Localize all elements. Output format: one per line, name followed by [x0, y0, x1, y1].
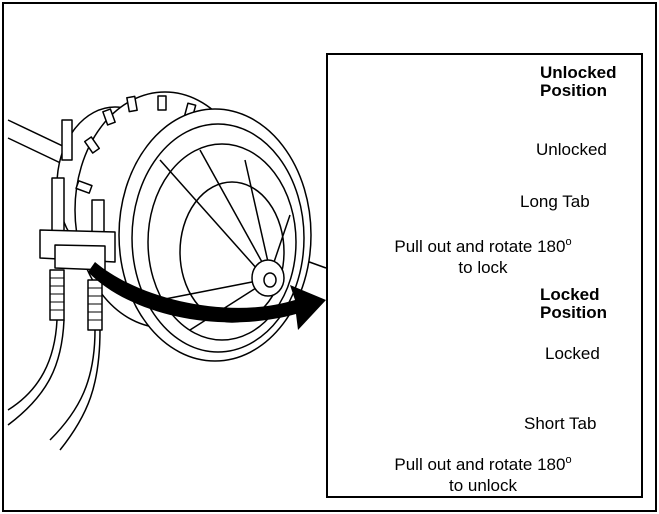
instruction-line2: to lock: [458, 258, 508, 277]
air-hose: [7, 319, 58, 411]
degree-mark: o: [565, 454, 572, 466]
step2-number: 2: [344, 190, 351, 202]
unlocked-heading: Unlocked Position: [540, 64, 617, 100]
short-tab-label: Short Tab: [524, 414, 597, 433]
long-tab-label: Long Tab: [520, 192, 590, 211]
locked-heading: Locked Position: [540, 286, 607, 322]
heading-line1: Locked: [540, 285, 600, 304]
heading-line1: Unlocked: [540, 63, 617, 82]
heading-line2: Position: [540, 81, 608, 100]
heading-line2: Position: [540, 303, 608, 322]
stud: [51, 177, 65, 233]
instruction-line1: Pull out and rotate 180: [394, 237, 566, 256]
instruction-line1: Pull out and rotate 180: [394, 455, 566, 474]
unlocked-label: Unlocked: [536, 140, 607, 159]
lock-detail-inset: [326, 53, 643, 498]
step1-number: 1: [389, 401, 396, 413]
instruction-line2: to unlock: [448, 476, 518, 495]
pointer-arrow: [88, 262, 326, 330]
step1-number: 1: [373, 175, 380, 187]
locked-instruction: Pull out and rotate 180o to unlock: [333, 450, 633, 496]
locked-label: Locked: [545, 344, 600, 363]
degree-mark: o: [565, 236, 572, 248]
unlocked-instruction: Pull out and rotate 180o to lock: [333, 232, 633, 278]
step2-number: 2: [359, 418, 366, 430]
